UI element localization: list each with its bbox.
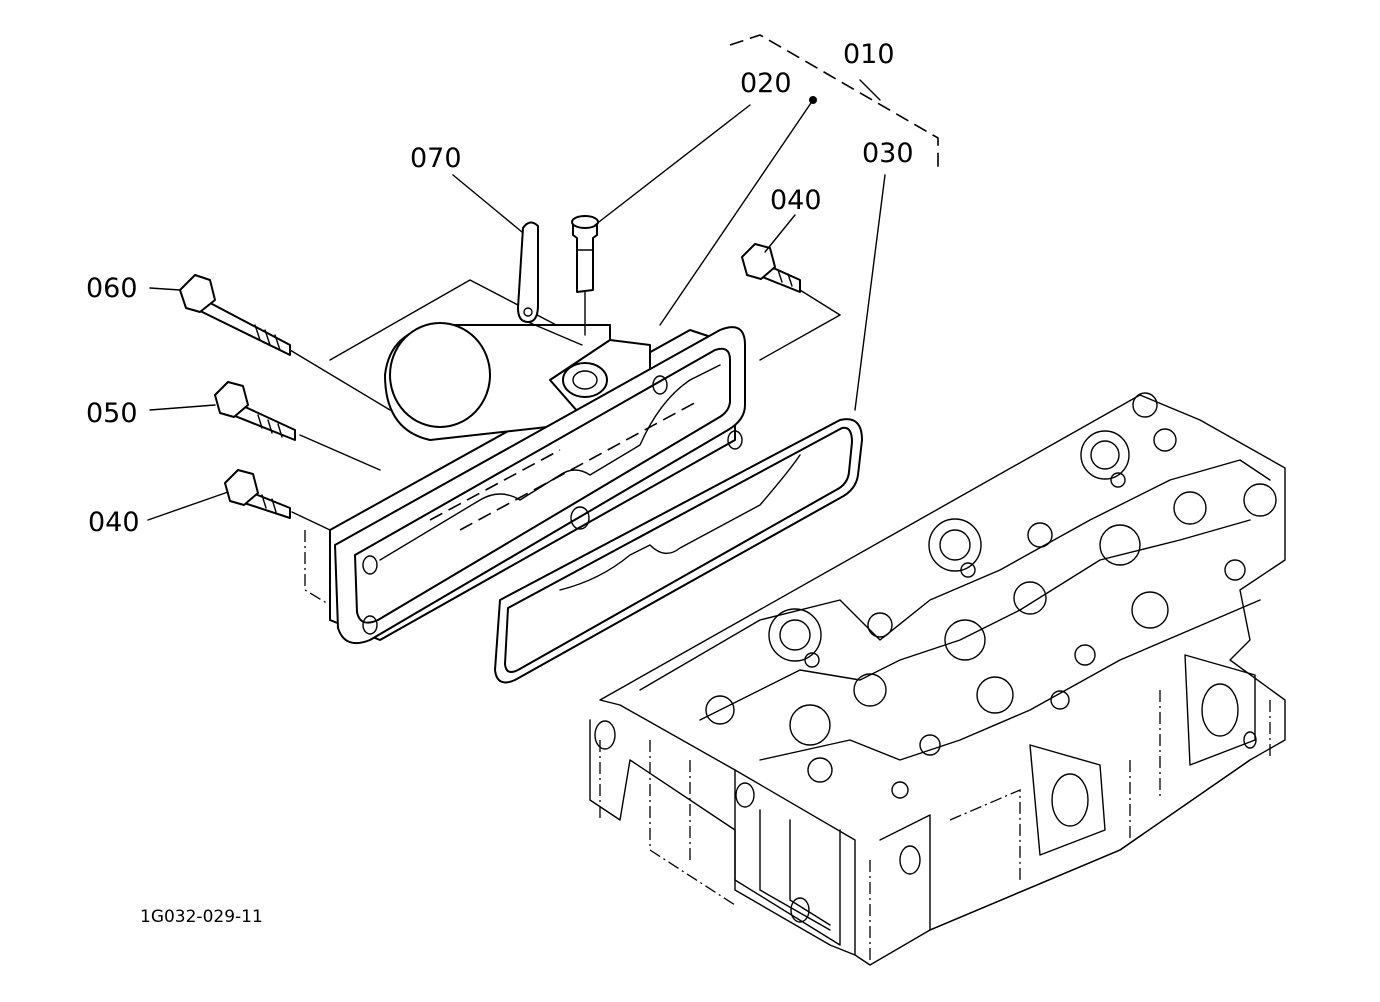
callout-040-top: 040 (770, 185, 822, 216)
drawing-code: 1G032-029-11 (140, 907, 263, 927)
bolt-040-top (741, 243, 841, 316)
sensor-020 (571, 215, 599, 336)
callout-020: 020 (740, 68, 792, 99)
callout-010: 010 (843, 39, 895, 70)
callout-050: 050 (86, 398, 138, 429)
bolt-050 (214, 381, 381, 471)
callout-060: 060 (86, 273, 138, 304)
gasket-030 (494, 418, 863, 684)
bolt-040-bottom (224, 469, 331, 531)
callout-070: 070 (410, 143, 462, 174)
valve-ports (705, 392, 1277, 799)
callout-030: 030 (862, 138, 914, 169)
callout-040-bottom: 040 (88, 507, 140, 538)
bolt-060 (179, 274, 391, 411)
leader-lines (147, 34, 939, 521)
cover-assembly-010 (304, 279, 841, 644)
cylinder-head (589, 392, 1286, 966)
tab-070 (517, 221, 583, 346)
